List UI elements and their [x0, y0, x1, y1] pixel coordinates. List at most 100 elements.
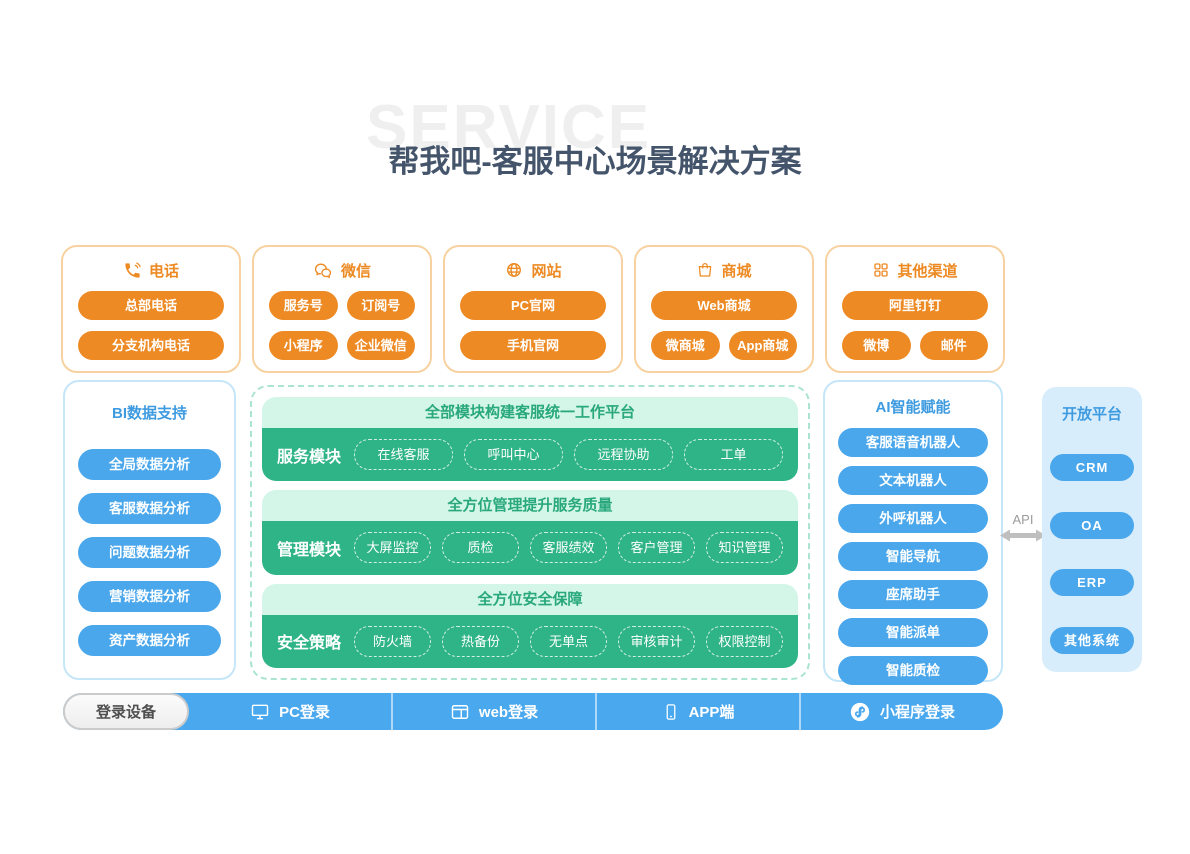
- bi-pill: 全局数据分析: [78, 449, 221, 480]
- channel-pill: 分支机构电话: [78, 331, 224, 360]
- monitor-icon: [250, 702, 270, 722]
- module-pill: 远程协助: [574, 439, 674, 471]
- channel-header: 其他渠道: [842, 258, 988, 282]
- channel-box-mall: 商城 Web商城 微商城 App商城: [634, 245, 814, 373]
- phone-icon: [123, 261, 142, 280]
- block-label: 安全策略: [277, 635, 342, 653]
- mall-icon: [696, 261, 714, 279]
- block-label: 管理模块: [277, 541, 342, 559]
- ai-panel: AI智能赋能 客服语音机器人 文本机器人 外呼机器人 智能导航 座席助手 智能派…: [823, 380, 1003, 685]
- ai-pill: 智能派单: [838, 618, 988, 647]
- bi-pill: 资产数据分析: [78, 625, 221, 656]
- open-platform-pill: ERP: [1050, 569, 1134, 597]
- module-pill: 大屏监控: [354, 532, 432, 564]
- channel-pill: 订阅号: [346, 291, 415, 320]
- ai-panel-title: AI智能赋能: [875, 399, 951, 416]
- bi-pill-list: 全局数据分析 客服数据分析 问题数据分析 营销数据分析 资产数据分析: [65, 449, 234, 656]
- ai-pill: 座席助手: [838, 580, 988, 609]
- ai-pill: 文本机器人: [838, 466, 988, 495]
- website-icon: [504, 260, 524, 280]
- ai-pill: 智能导航: [838, 542, 988, 571]
- module-pill: 知识管理: [706, 532, 784, 564]
- channel-box-wechat: 微信 服务号 订阅号 小程序 企业微信: [252, 245, 432, 373]
- block-header: 全部模块构建客服统一工作平台: [262, 397, 798, 428]
- management-module-block: 全方位管理提升服务质量 管理模块 大屏监控 质检 客服绩效 客户管理 知识管理: [262, 490, 798, 575]
- channel-pill: 服务号: [269, 291, 338, 320]
- login-item-label: web登录: [478, 704, 539, 721]
- channel-pill: 小程序: [269, 331, 338, 360]
- channel-title: 微信: [340, 262, 371, 280]
- double-arrow-icon: [1000, 528, 1046, 543]
- module-pill: 客服绩效: [530, 532, 608, 564]
- module-pill: 质检: [442, 532, 520, 564]
- block-header: 全方位安全保障: [262, 583, 798, 615]
- channel-pill: 微博: [842, 331, 911, 360]
- web-window-icon: [450, 702, 470, 722]
- ai-pill: 外呼机器人: [838, 504, 988, 533]
- channel-pill: PC官网: [460, 291, 606, 320]
- channel-title: 网站: [531, 262, 562, 280]
- module-pill: 权限控制: [706, 625, 784, 657]
- login-device-badge: 登录设备: [63, 693, 189, 730]
- channel-pill: App商城: [728, 331, 797, 360]
- watermark-text: SERVICE: [366, 93, 652, 162]
- bi-panel: BI数据支持 全局数据分析 客服数据分析 问题数据分析 营销数据分析 资产数据分…: [63, 380, 236, 680]
- api-label: API: [1012, 512, 1034, 527]
- bi-pill: 问题数据分析: [78, 537, 221, 568]
- open-platform-panel: 开放平台 CRM OA ERP 其他系统: [1042, 387, 1142, 672]
- ai-pill-list: 客服语音机器人 文本机器人 外呼机器人 智能导航 座席助手 智能派单 智能质检: [825, 428, 1001, 685]
- channel-pill: Web商城: [651, 291, 797, 320]
- channel-pill: 微商城: [651, 331, 720, 360]
- module-pill: 防火墙: [354, 625, 432, 657]
- login-item-web: web登录: [391, 693, 595, 730]
- miniprogram-icon: [849, 701, 871, 723]
- block-body: 管理模块 大屏监控 质检 客服绩效 客户管理 知识管理: [262, 521, 798, 575]
- api-connector: API: [999, 512, 1047, 548]
- module-pill: 在线客服: [354, 439, 454, 471]
- open-platform-pill: 其他系统: [1050, 626, 1134, 654]
- module-pill: 客户管理: [618, 532, 696, 564]
- channel-row: 电话 总部电话 分支机构电话 微信 服务号 订阅号 小程序 企业微信: [61, 245, 1005, 373]
- module-pill: 审核审计: [618, 625, 696, 657]
- channel-header: 电话: [78, 258, 224, 282]
- channel-header: 网站: [460, 258, 606, 282]
- channel-pill: 阿里钉钉: [842, 291, 988, 320]
- login-item-miniprogram: 小程序登录: [799, 693, 1003, 730]
- block-header: 全方位管理提升服务质量: [262, 490, 798, 522]
- open-platform-pill-list: CRM OA ERP 其他系统: [1050, 424, 1134, 654]
- channel-header: 商城: [651, 258, 797, 282]
- security-module-block: 全方位安全保障 安全策略 防火墙 热备份 无单点 审核审计 权限控制: [262, 583, 798, 668]
- module-pill: 无单点: [530, 625, 608, 657]
- channel-pill: 手机官网: [460, 331, 606, 360]
- ai-pill: 智能质检: [838, 656, 988, 685]
- bi-panel-title: BI数据支持: [111, 405, 187, 422]
- channel-pill: 企业微信: [346, 331, 415, 360]
- bi-pill: 客服数据分析: [78, 493, 221, 524]
- channel-title: 商城: [721, 262, 752, 280]
- channel-title: 电话: [148, 262, 179, 280]
- module-pill: 工单: [684, 439, 784, 471]
- page-title: 帮我吧-客服中心场景解决方案: [388, 144, 802, 179]
- login-item-label: PC登录: [279, 704, 330, 721]
- login-item-label: 小程序登录: [879, 704, 955, 721]
- channel-header: 微信: [269, 258, 415, 282]
- platform-core: 全部模块构建客服统一工作平台 服务模块 在线客服 呼叫中心 远程协助 工单 全方…: [250, 385, 810, 680]
- block-body: 安全策略 防火墙 热备份 无单点 审核审计 权限控制: [262, 614, 798, 668]
- login-item-label: APP端: [688, 704, 735, 721]
- block-label: 服务模块: [277, 448, 342, 466]
- block-body: 服务模块 在线客服 呼叫中心 远程协助 工单: [262, 428, 798, 482]
- service-module-block: 全部模块构建客服统一工作平台 服务模块 在线客服 呼叫中心 远程协助 工单: [262, 397, 798, 482]
- channel-box-website: 网站 PC官网 手机官网: [443, 245, 623, 373]
- open-platform-pill: OA: [1050, 511, 1134, 539]
- bi-pill: 营销数据分析: [78, 581, 221, 612]
- smartphone-icon: [662, 703, 680, 721]
- channel-pill: 总部电话: [78, 291, 224, 320]
- login-item-app: APP端: [595, 693, 799, 730]
- channel-pill: 邮件: [919, 331, 988, 360]
- ai-pill: 客服语音机器人: [838, 428, 988, 457]
- login-bar: 登录设备 PC登录 web登录 APP端 小程序登录: [63, 693, 1003, 730]
- open-platform-pill: CRM: [1050, 454, 1134, 481]
- login-item-pc: PC登录: [189, 693, 391, 730]
- wechat-icon: [313, 261, 334, 280]
